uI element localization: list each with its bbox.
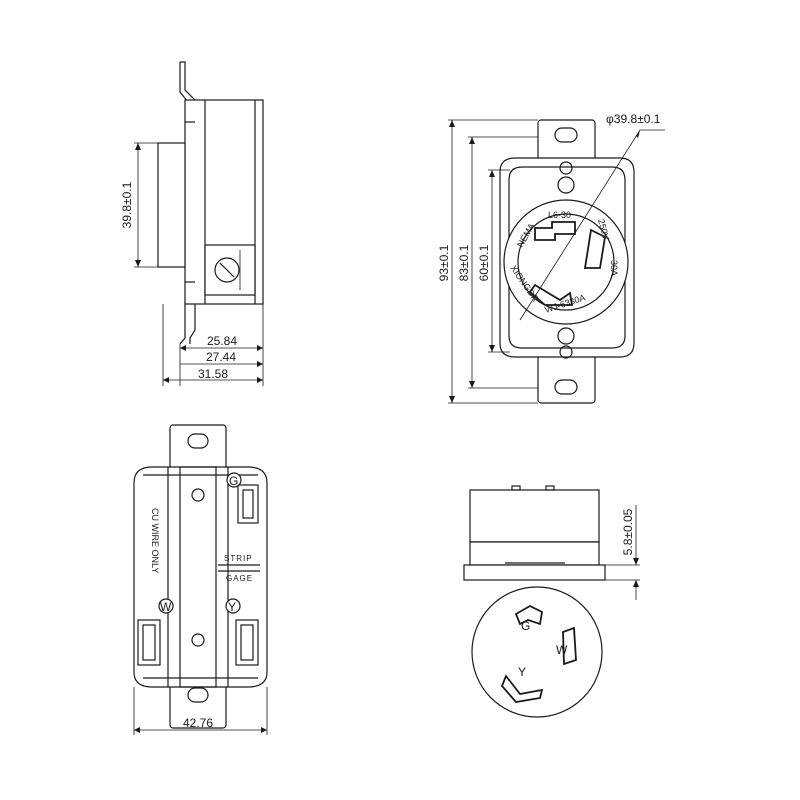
front-height-83: 83±0.1 xyxy=(457,244,471,281)
back-body xyxy=(133,466,268,688)
plug-face xyxy=(471,586,603,718)
back-gage-label: GAGE xyxy=(226,574,253,583)
plug-label-w: W xyxy=(556,643,568,657)
back-terminal-g xyxy=(226,472,242,488)
side-height-dim: 39.8±0.1 xyxy=(120,181,134,228)
back-wire-label: CU WIRE ONLY xyxy=(150,508,160,573)
back-terminal-g-label: G xyxy=(229,474,238,488)
front-view: NEMA L6-30 XIONGDR WJ-6330A 250V 30A φ39… xyxy=(437,112,665,404)
top-thickness-dim: 5.8±0.05 xyxy=(621,508,635,555)
front-face-amp: 30A xyxy=(609,260,619,276)
side-width-dim-3: 31.58 xyxy=(198,367,228,381)
front-height-93: 93±0.1 xyxy=(437,244,451,281)
front-diameter-dim: φ39.8±0.1 xyxy=(606,112,661,126)
back-width-dim: 42.76 xyxy=(183,716,213,730)
front-face-type: L6-30 xyxy=(548,210,571,220)
back-strip-label: STRIP xyxy=(224,554,253,563)
back-terminal-w-label: W xyxy=(160,600,172,614)
side-screw-block xyxy=(204,244,256,296)
side-face xyxy=(157,142,186,268)
front-slot-w xyxy=(583,228,606,269)
front-bottom-slot xyxy=(554,379,578,395)
side-width-dim-1: 25.84 xyxy=(207,334,237,348)
front-height-60: 60±0.1 xyxy=(477,244,491,281)
side-view: 39.8±0.1 25.84 27.44 31.58 xyxy=(120,61,264,386)
plug-slot-y xyxy=(500,674,544,703)
back-terminal-y-label: Y xyxy=(228,600,236,614)
plug-label-y: Y xyxy=(518,665,526,679)
top-view: 5.8±0.05 G W Y xyxy=(463,485,640,718)
plug-label-g: G xyxy=(521,619,530,633)
back-terminal-y xyxy=(225,598,241,614)
plug-slot-g xyxy=(514,604,543,626)
front-slot-y xyxy=(528,283,574,306)
plug-slot-w xyxy=(562,626,577,666)
top-body xyxy=(469,489,600,543)
side-screw xyxy=(214,257,240,283)
back-view: STRIP GAGE CU WIRE ONLY G W Y 42.76 xyxy=(133,424,268,735)
side-width-dim-2: 27.44 xyxy=(206,350,236,364)
front-top-slot xyxy=(554,127,578,143)
front-slot-g xyxy=(534,221,576,241)
back-terminal-w xyxy=(158,598,174,614)
